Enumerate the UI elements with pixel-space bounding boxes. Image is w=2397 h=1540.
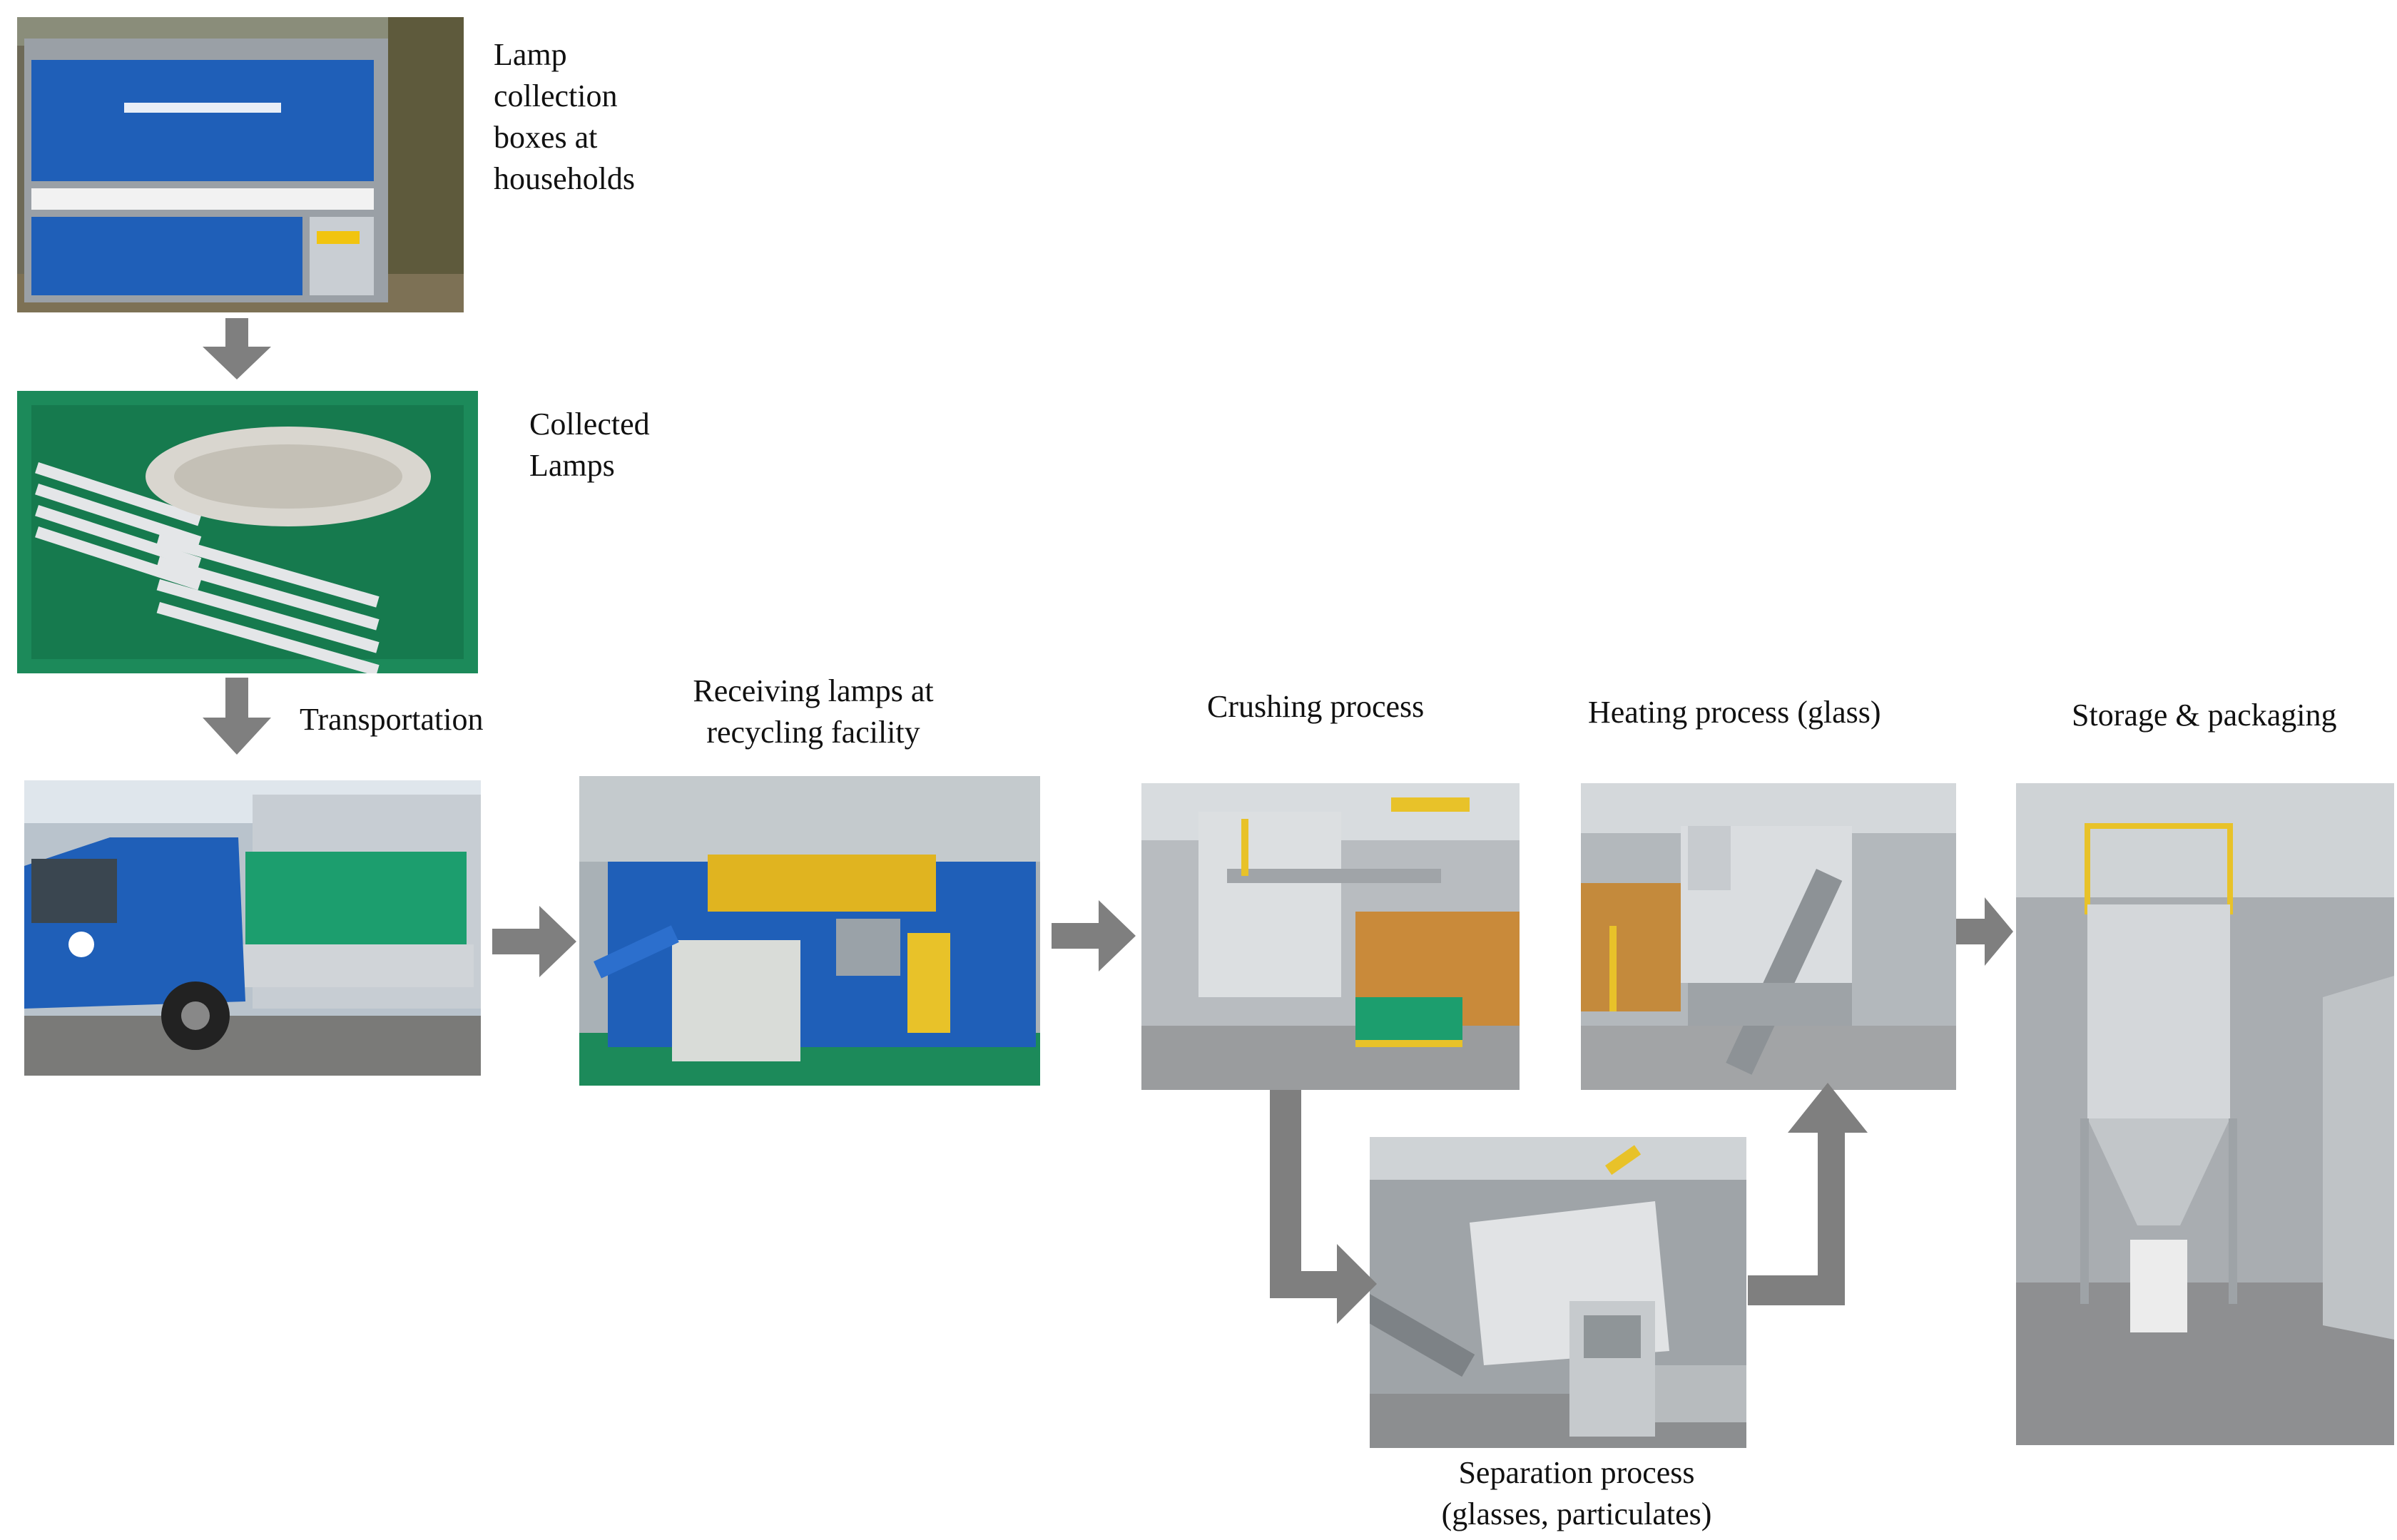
label-line: Receiving lamps at	[693, 673, 934, 708]
label-collected-lamps: Collected Lamps	[529, 404, 650, 486]
label-transportation: Transportation	[300, 702, 484, 737]
label-line: Collected	[529, 407, 650, 442]
arrow-separation-to-heating	[1748, 1083, 1869, 1311]
heating-machine-photo	[1581, 783, 1956, 1090]
collected-lamps-crate-photo	[17, 391, 478, 673]
label-line: collection	[494, 78, 618, 113]
label-separation: Separation process (glasses, particulate…	[1384, 1452, 1769, 1535]
arrow-right-2	[1052, 900, 1136, 972]
arrow-down-1	[203, 318, 271, 379]
label-line: recycling facility	[706, 715, 920, 750]
label-collection-boxes: Lamp collection boxes at households	[494, 34, 635, 200]
arrow-right-1	[492, 906, 576, 977]
lamp-collection-box-photo	[17, 17, 464, 312]
arrow-crushing-to-separation	[1263, 1090, 1377, 1325]
label-line: Lamps	[529, 448, 615, 483]
label-line: households	[494, 161, 635, 196]
separation-machine-photo	[1370, 1137, 1746, 1448]
crushing-machine-photo	[1141, 783, 1520, 1090]
receiving-facility-photo	[579, 776, 1040, 1086]
label-line: (glasses, particulates)	[1441, 1496, 1712, 1531]
label-line: Separation process	[1458, 1455, 1695, 1490]
label-receiving: Receiving lamps at recycling facility	[633, 670, 993, 753]
label-line: boxes at	[494, 120, 598, 155]
arrow-down-2	[203, 678, 271, 755]
storage-silo-photo	[2016, 783, 2394, 1445]
arrow-right-3	[1956, 897, 2013, 966]
label-heating: Heating process (glass)	[1588, 695, 1881, 730]
blue-truck-photo	[24, 780, 481, 1076]
label-line: Lamp	[494, 37, 567, 72]
label-crushing: Crushing process	[1207, 689, 1425, 724]
label-storage: Storage & packaging	[2072, 698, 2337, 733]
